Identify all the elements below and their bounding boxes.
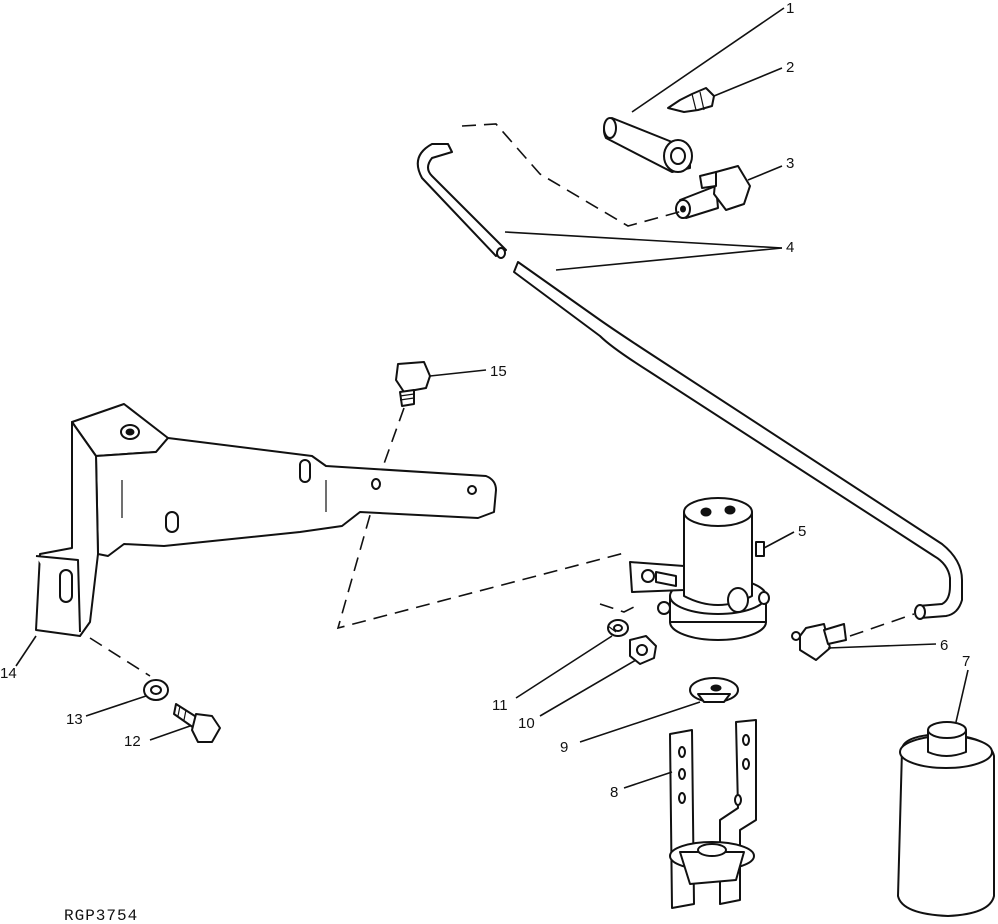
callout-10: 10 [518,715,535,732]
leader-9 [579,701,701,743]
leader-12 [149,725,191,741]
callout-11: 11 [492,697,508,714]
dashed-guide-4 [461,123,687,227]
part-5-housing [629,497,770,641]
part-15-cap-screw [395,361,431,407]
part-4-tubes [416,143,963,620]
leader-3 [747,165,783,181]
part-8-retainer [669,719,757,909]
part-6-elbow-fitting [791,623,847,661]
dashed-guide-5 [599,603,641,613]
part-11-lock-washer [607,619,629,637]
part-14-bracket [35,403,497,637]
callout-3: 3 [786,155,794,172]
figure-code: RGP3754 [64,907,138,924]
leader-4a [504,231,783,249]
callout-14: 14 [0,665,17,682]
leader-6 [827,643,937,649]
leader-2 [713,67,783,97]
dashed-guide-bracket [336,493,629,630]
part-3-elbow-fitting [675,165,751,219]
callout-15: 15 [490,363,507,380]
callout-7: 7 [962,653,970,670]
part-2-nipple-fitting [667,87,715,113]
callout-12: 12 [124,733,141,750]
part-7-canister [897,721,995,917]
leader-7 [955,669,969,723]
callout-8: 8 [610,784,618,801]
leader-4b [555,247,783,271]
leader-10 [539,659,637,717]
leader-11 [515,635,613,699]
callout-6: 6 [940,637,948,654]
leader-14 [15,635,37,667]
callout-13: 13 [66,711,83,728]
part-12-bolt [173,703,221,743]
leader-15 [429,369,487,377]
callout-5: 5 [798,523,806,540]
dashed-guide-6 [849,613,915,637]
callout-9: 9 [560,739,568,756]
leader-8 [623,771,673,789]
leader-1 [631,7,785,113]
part-1-hose-fitting [603,117,693,173]
part-10-nut [629,635,657,665]
dashed-guide-14 [89,637,151,677]
part-9-cap [689,677,739,703]
callout-2: 2 [786,59,794,76]
part-13-washer [143,679,169,701]
leader-5 [763,531,795,549]
callout-1: 1 [786,0,794,17]
leader-13 [85,695,147,717]
callout-4: 4 [786,239,794,256]
